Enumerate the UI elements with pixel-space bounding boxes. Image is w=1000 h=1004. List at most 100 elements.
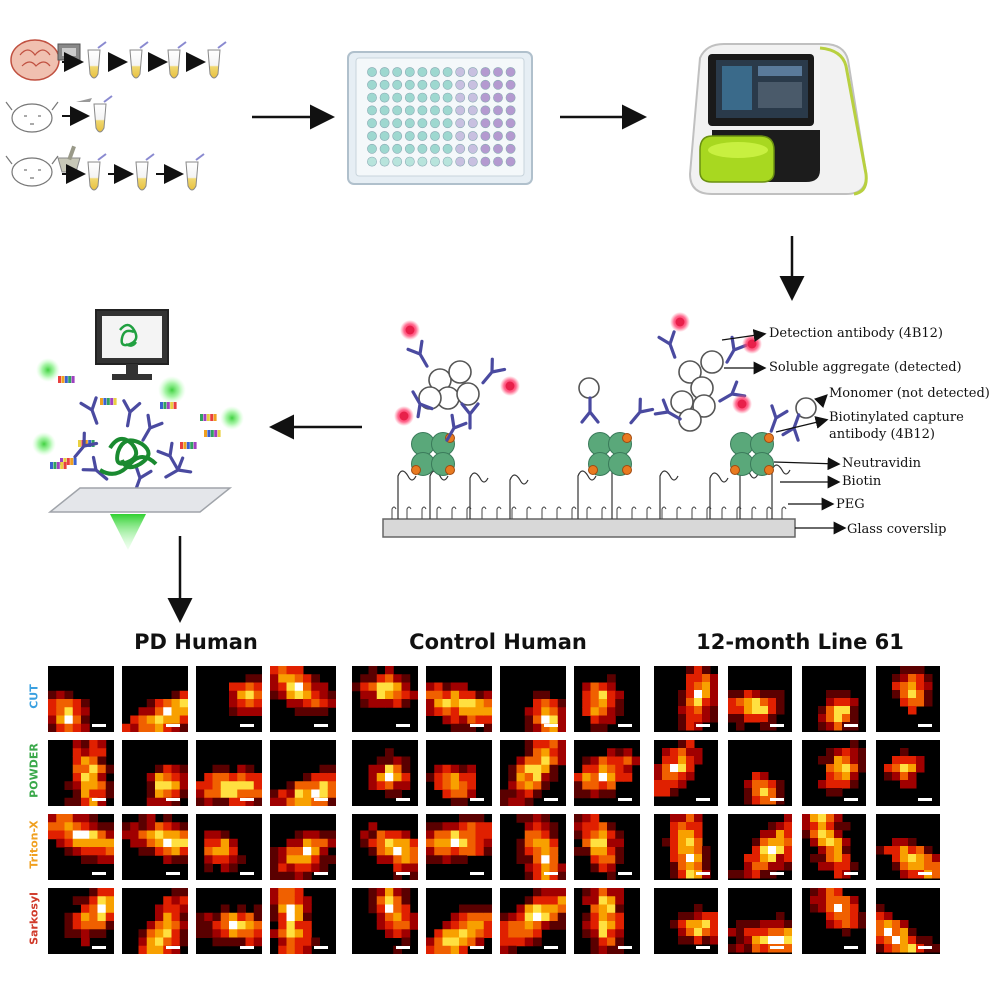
scale-bar [544,946,558,949]
scale-bar [770,946,784,949]
scale-bar [240,946,254,949]
aggregate-image-tile [802,666,866,732]
tube-icon [129,41,149,79]
aggregate-image-tile [270,666,336,732]
scale-bar [918,946,932,949]
scale-bar [396,872,410,875]
aggregate-image-tile [270,814,336,880]
aggregate-image-tile [574,814,640,880]
scale-bar [166,946,180,949]
tube-icon [87,41,107,79]
scale-bar [696,798,710,801]
scale-bar [844,798,858,801]
imaging-instrument [688,43,868,196]
scale-bar [92,946,106,949]
tube-series [87,41,227,191]
tube-icon [207,41,227,79]
scale-bar [314,724,328,727]
aggregate-image-tile [426,740,492,806]
row-label-cut: CUT [27,684,41,709]
aggregate-image-tile [48,888,114,954]
aggregate-image-tile [802,740,866,806]
tube-icon [87,153,107,191]
scale-bar [770,798,784,801]
label-monomer: Monomer (not detected) [829,386,990,401]
aggregate-image-tile [654,888,718,954]
mouse-head-icon-2 [5,155,59,187]
scale-bar [166,798,180,801]
label-neutravidin: Neutravidin [842,456,921,471]
aggregate-image-tile [500,814,566,880]
aggregate-image-tile [728,666,792,732]
scale-bar [470,798,484,801]
aggregate-image-tile [654,814,718,880]
scale-bar [240,724,254,727]
aggregate-image-tile [876,666,940,732]
aggregate-image-tile [122,740,188,806]
scale-bar [92,872,106,875]
column-header-pd-human: PD Human [134,630,258,654]
aggregate-image-tile [270,888,336,954]
scale-bar [166,872,180,875]
column-header-control-human: Control Human [409,630,587,654]
row-label-sarkosyl: Sarkosyl [27,892,41,945]
aggregate-image-tile [48,666,114,732]
label-detection-antibody: Detection antibody (4B12) [769,326,943,341]
tube-icon [185,153,205,191]
tube-icon [93,95,113,133]
aggregate-image-tile [352,740,418,806]
aggregate-image-tile [352,888,418,954]
aggregate-image-tile [876,814,940,880]
aggregate-image-tile [500,666,566,732]
aggregate-image-tile [352,666,418,732]
aggregate-image-tile [122,888,188,954]
scale-bar [470,872,484,875]
aggregate-image-tile [876,740,940,806]
scale-bar [618,872,632,875]
scale-bar [544,724,558,727]
aggregate-image-tile [196,814,262,880]
aggregate-image-tile [500,888,566,954]
aggregate-image-tile [196,666,262,732]
scale-bar [618,724,632,727]
scale-bar [918,724,932,727]
mouse-head-icon-1 [5,101,59,133]
aggregate-image-tile [426,888,492,954]
scale-bar [166,724,180,727]
aggregate-image-tile [802,814,866,880]
scale-bar [696,872,710,875]
brain-icon [10,39,60,81]
aggregate-image-tile [876,888,940,954]
aggregate-image-tile [270,740,336,806]
well-plate [347,51,533,185]
aggregate-image-tile [728,888,792,954]
label-biotinylated-capture-1: Biotinylated capture [829,410,964,425]
scale-bar [918,872,932,875]
capture-assay-schematic [382,312,817,538]
scale-bar [618,946,632,949]
laser-beam [110,514,146,550]
aggregate-image-tile [122,666,188,732]
aggregate-image-tile [728,740,792,806]
scale-bar [918,798,932,801]
scale-bar [544,872,558,875]
scale-bar [92,798,106,801]
scale-bar [92,724,106,727]
scale-bar [844,946,858,949]
row-label-triton-x: Triton-X [27,820,41,869]
aggregate-image-tile [196,888,262,954]
scale-bar [770,872,784,875]
label-glass-coverslip: Glass coverslip [847,522,947,537]
scale-bar [696,724,710,727]
capture-unit-aggregate-2 [653,312,762,432]
scale-bar [770,724,784,727]
scale-bar [314,946,328,949]
aggregate-image-tile [574,740,640,806]
aggregate-image-tile [574,888,640,954]
aggregate-image-tile [196,740,262,806]
aggregate-image-tile [654,666,718,732]
glass-coverslip [382,518,796,538]
scale-bar [396,724,410,727]
